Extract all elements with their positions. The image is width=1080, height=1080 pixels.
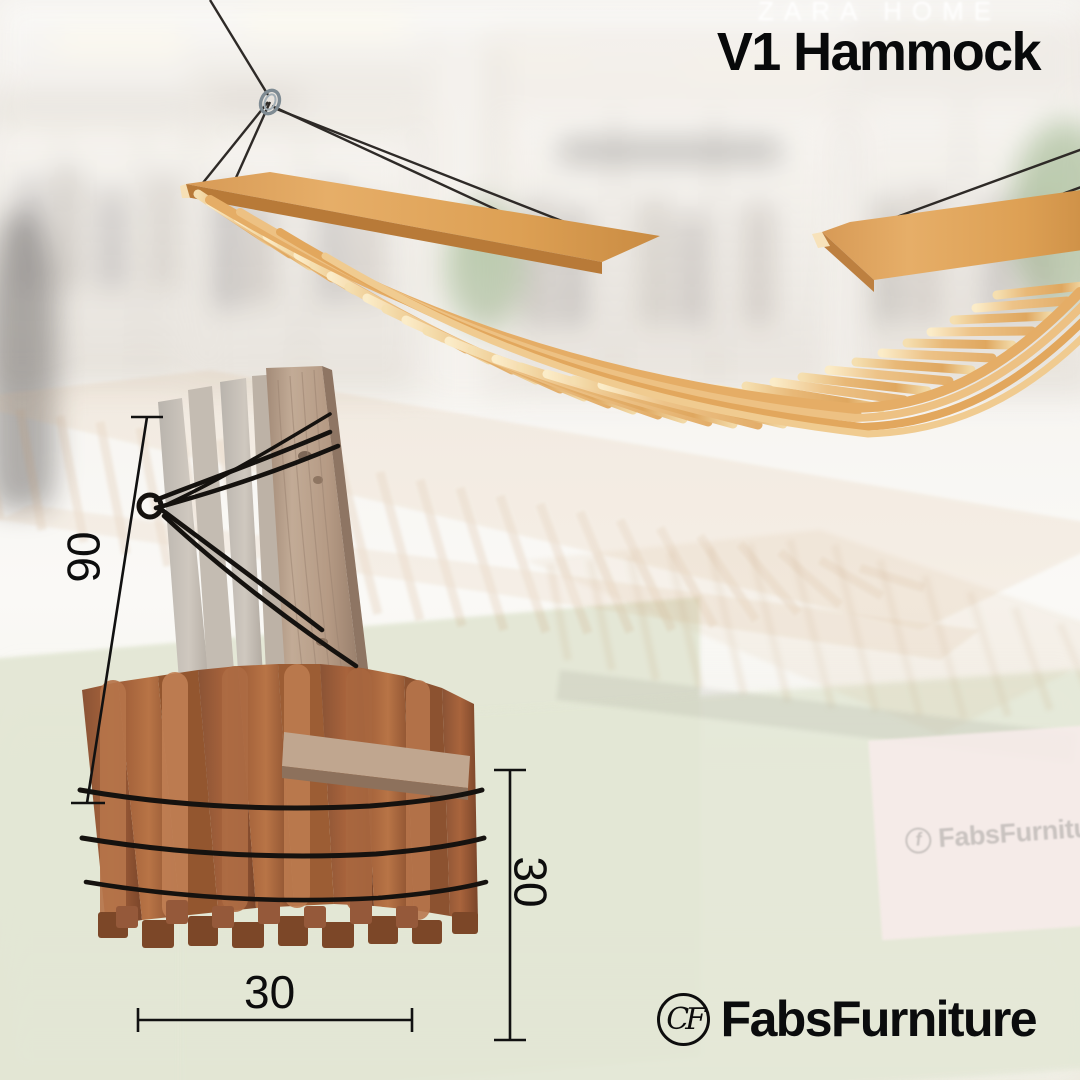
dimension-label-width: 30 — [244, 966, 296, 1018]
hammock-longitudinal-rails — [205, 195, 1080, 438]
brand-logo[interactable]: CF FabsFurniture — [656, 990, 1038, 1048]
suspension-cords-left — [201, 0, 591, 234]
page-title: V1 Hammock — [716, 22, 1042, 82]
watermark-monogram-icon — [904, 826, 933, 854]
hammock-spreader-bar-right — [812, 190, 1080, 292]
carabiner-icon — [258, 88, 282, 116]
brand-name: FabsFurniture — [720, 991, 1038, 1047]
circled-cf-monogram-icon: CF — [656, 992, 710, 1046]
product-hammock-image — [150, 0, 1080, 480]
dimension-label-height: 90 — [57, 531, 110, 583]
bundle-ties — [77, 412, 489, 903]
hammock-spreader-bar-left — [180, 172, 660, 274]
background-store-sign: ZARA HOME — [758, 0, 1002, 26]
logo-monogram-text: CF — [666, 1001, 706, 1037]
product-bundle-image — [70, 360, 500, 970]
dimension-label-depth: 30 — [504, 856, 557, 908]
ghost-hammock-background-2 — [520, 520, 1080, 820]
bundle-lower-slats — [82, 664, 478, 948]
